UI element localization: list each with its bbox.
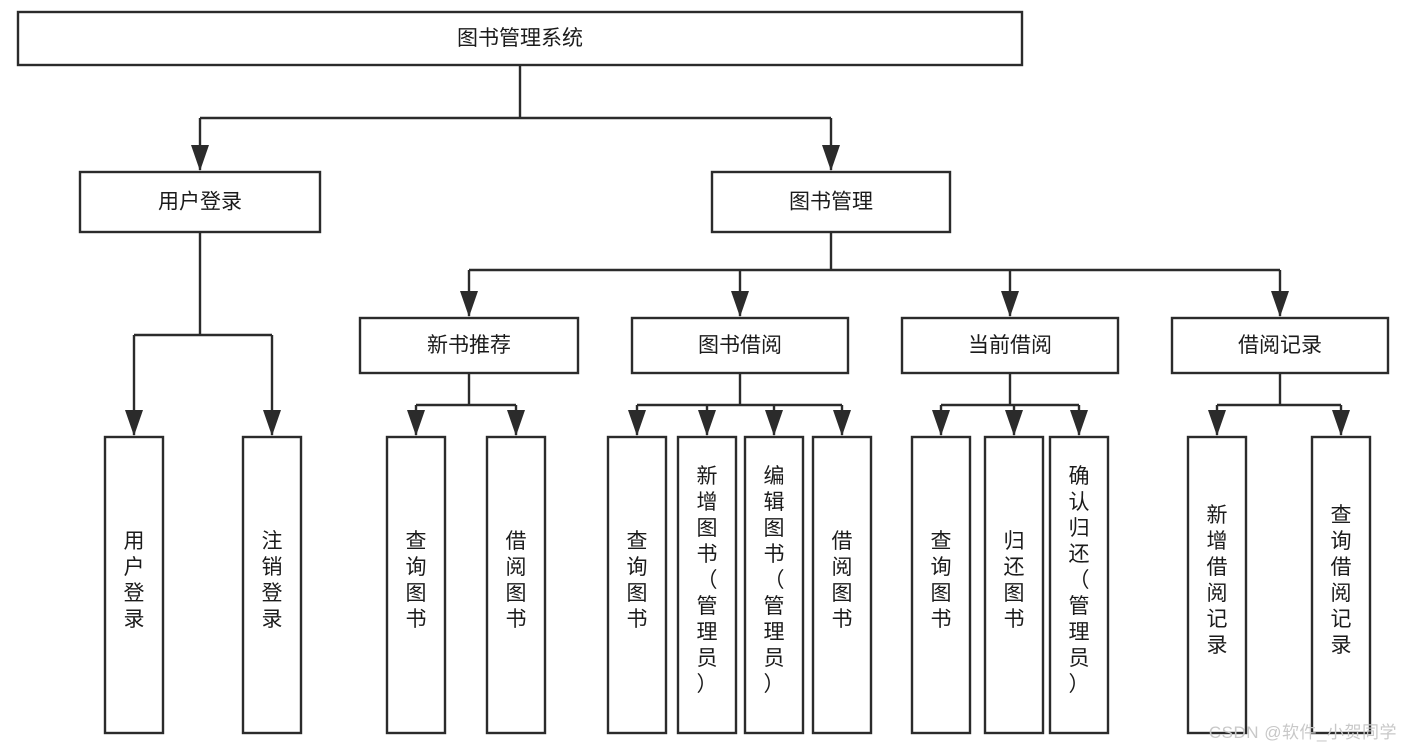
arrow-head-icon-leaf-confirm-return: [1070, 410, 1088, 436]
node-leaf-query-record[interactable]: 查询借阅记录: [1310, 435, 1372, 735]
arrow-head-icon-leaf-logout: [263, 410, 281, 436]
node-label-leaf-logout: 注销登录: [262, 530, 283, 631]
node-box-leaf-query-record: [1310, 435, 1372, 735]
node-leaf-query-book-2[interactable]: 查询图书: [606, 435, 668, 735]
node-leaf-borrow-book-1[interactable]: 借阅图书: [485, 435, 547, 735]
node-leaf-return-book[interactable]: 归还图书: [983, 435, 1045, 735]
node-label-leaf-query-book-2: 查询图书: [627, 530, 648, 631]
node-label-current-borrow: 当前借阅: [968, 334, 1052, 357]
node-book-borrow[interactable]: 图书借阅: [630, 316, 850, 375]
node-label-leaf-add-book: 新增图书（管理员）: [697, 465, 718, 696]
node-label-leaf-edit-book: 编辑图书（管理员）: [764, 465, 785, 696]
node-box-new-book-recommend: [358, 316, 580, 375]
node-leaf-add-book[interactable]: 新增图书（管理员）: [676, 435, 738, 735]
node-label-leaf-query-book-3: 查询图书: [931, 530, 952, 631]
arrow-head-icon-leaf-edit-book: [765, 410, 783, 436]
arrow-head-icon-leaf-return-book: [1005, 410, 1023, 436]
arrow-head-icon-root-1: [822, 145, 840, 171]
arrow-head-icon-l3-1: [731, 291, 749, 317]
arrow-head-icon-leaf-user-login: [125, 410, 143, 436]
node-book-manage[interactable]: 图书管理: [710, 170, 952, 234]
node-label-leaf-query-book-1: 查询图书: [406, 530, 427, 631]
node-layer: 图书管理系统用户登录图书管理新书推荐图书借阅当前借阅借阅记录用户登录注销登录查询…: [16, 10, 1390, 735]
node-box-leaf-query-book-1: [385, 435, 447, 735]
node-leaf-logout[interactable]: 注销登录: [241, 435, 303, 735]
node-label-undefined: 图书管理系统: [457, 27, 583, 50]
node-box-book-borrow: [630, 316, 850, 375]
node-borrow-record[interactable]: 借阅记录: [1170, 316, 1390, 375]
arrow-head-icon-leaf-add-record: [1208, 410, 1226, 436]
arrow-head-icon-leaf-borrow-book-2: [833, 410, 851, 436]
node-label-leaf-confirm-return: 确认归还（管理员）: [1069, 465, 1090, 696]
arrow-head-icon-leaf-add-book: [698, 410, 716, 436]
node-new-book-recommend[interactable]: 新书推荐: [358, 316, 580, 375]
arrow-head-icon-root-0: [191, 145, 209, 171]
node-box-user-login: [78, 170, 322, 234]
node-box-leaf-add-record: [1186, 435, 1248, 735]
node-label-book-manage: 图书管理: [789, 191, 873, 214]
node-user-login[interactable]: 用户登录: [78, 170, 322, 234]
arrow-head-icon-l3-3: [1271, 291, 1289, 317]
node-label-leaf-borrow-book-1: 借阅图书: [506, 530, 527, 631]
arrow-head-icon-leaf-query-book-1: [407, 410, 425, 436]
node-box-leaf-borrow-book-2: [811, 435, 873, 735]
node-box-leaf-borrow-book-1: [485, 435, 547, 735]
node-box-leaf-edit-book: [743, 435, 805, 735]
node-box-leaf-return-book: [983, 435, 1045, 735]
node-label-book-borrow: 图书借阅: [698, 334, 782, 357]
node-box-leaf-query-book-3: [910, 435, 972, 735]
node-label-user-login: 用户登录: [158, 191, 242, 214]
node-label-leaf-borrow-book-2: 借阅图书: [832, 530, 853, 631]
node-label-leaf-user-login: 用户登录: [124, 530, 145, 631]
node-box-borrow-record: [1170, 316, 1390, 375]
arrow-head-icon-leaf-query-record: [1332, 410, 1350, 436]
node-current-borrow[interactable]: 当前借阅: [900, 316, 1120, 375]
node-leaf-query-book-3[interactable]: 查询图书: [910, 435, 972, 735]
node-box-leaf-query-book-2: [606, 435, 668, 735]
node-box-leaf-confirm-return: [1048, 435, 1110, 735]
node-leaf-confirm-return[interactable]: 确认归还（管理员）: [1048, 435, 1110, 735]
node-label-leaf-return-book: 归还图书: [1004, 530, 1025, 631]
arrow-head-icon-l3-0: [460, 291, 478, 317]
node-box-leaf-add-book: [676, 435, 738, 735]
node-leaf-borrow-book-2[interactable]: 借阅图书: [811, 435, 873, 735]
node-label-borrow-record: 借阅记录: [1238, 334, 1322, 357]
node-box-book-manage: [710, 170, 952, 234]
node-box-undefined: [16, 10, 1024, 67]
node-leaf-edit-book[interactable]: 编辑图书（管理员）: [743, 435, 805, 735]
node-box-leaf-logout: [241, 435, 303, 735]
node-leaf-query-book-1[interactable]: 查询图书: [385, 435, 447, 735]
node-leaf-user-login[interactable]: 用户登录: [103, 435, 165, 735]
node-undefined[interactable]: 图书管理系统: [16, 10, 1024, 67]
node-leaf-add-record[interactable]: 新增借阅记录: [1186, 435, 1248, 735]
arrow-head-icon-leaf-query-book-3: [932, 410, 950, 436]
arrow-head-icon-leaf-borrow-book-1: [507, 410, 525, 436]
arrow-head-icon-l3-2: [1001, 291, 1019, 317]
arrow-head-icon-leaf-query-book-2: [628, 410, 646, 436]
node-label-leaf-add-record: 新增借阅记录: [1207, 504, 1228, 657]
node-label-leaf-query-record: 查询借阅记录: [1331, 504, 1352, 657]
node-box-current-borrow: [900, 316, 1120, 375]
node-label-new-book-recommend: 新书推荐: [427, 334, 511, 357]
connector-layer: [125, 65, 1350, 436]
node-box-leaf-user-login: [103, 435, 165, 735]
